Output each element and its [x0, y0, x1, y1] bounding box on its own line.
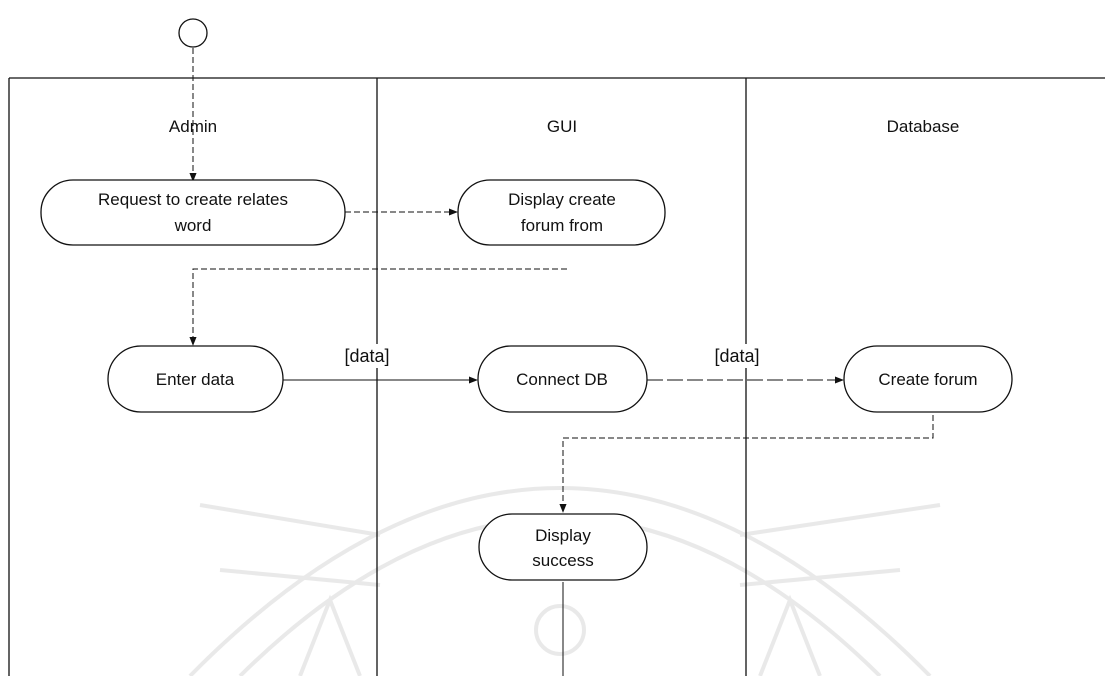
activity-connect-db: Connect DB — [477, 345, 648, 413]
activity-display-success-line-2: success — [532, 551, 593, 570]
guard-bg-2 — [712, 344, 784, 368]
activity-connect-db-label: Connect DB — [516, 370, 608, 389]
activity-request-line-1: Request to create relates — [98, 190, 288, 209]
swimlane-label-gui: GUI — [547, 117, 577, 136]
activity-create-forum-label: Create forum — [878, 370, 977, 389]
swimlane-frame — [8, 77, 1105, 676]
initial-node — [178, 18, 208, 48]
activity-request-line-2: word — [174, 216, 212, 235]
activity-display-create-line-1: Display create — [508, 190, 616, 209]
activity-display-success: Display success — [478, 513, 648, 581]
activity-display-success-line-1: Display — [535, 526, 591, 545]
activity-display-create-line-2: forum from — [521, 216, 603, 235]
activity-display-create-forum: Display create forum from — [457, 179, 666, 246]
guard-bg-1 — [341, 344, 393, 368]
activity-create-forum: Create forum — [843, 345, 1013, 413]
activity-enter-data-label: Enter data — [156, 370, 235, 389]
activity-enter-data: Enter data — [107, 345, 284, 413]
guard-label-enter-to-connect: [data] — [344, 346, 389, 366]
flow-create-forum-to-display-success — [559, 415, 934, 513]
flow-display-create-to-enter-data — [189, 268, 567, 346]
watermark-seal — [188, 486, 941, 676]
activity-request-create-relates-word: Request to create relates word — [40, 179, 346, 246]
swimlane-label-database: Database — [887, 117, 960, 136]
guard-label-connect-to-create: [data] — [714, 346, 759, 366]
swimlane-label-admin: Admin — [169, 117, 217, 136]
